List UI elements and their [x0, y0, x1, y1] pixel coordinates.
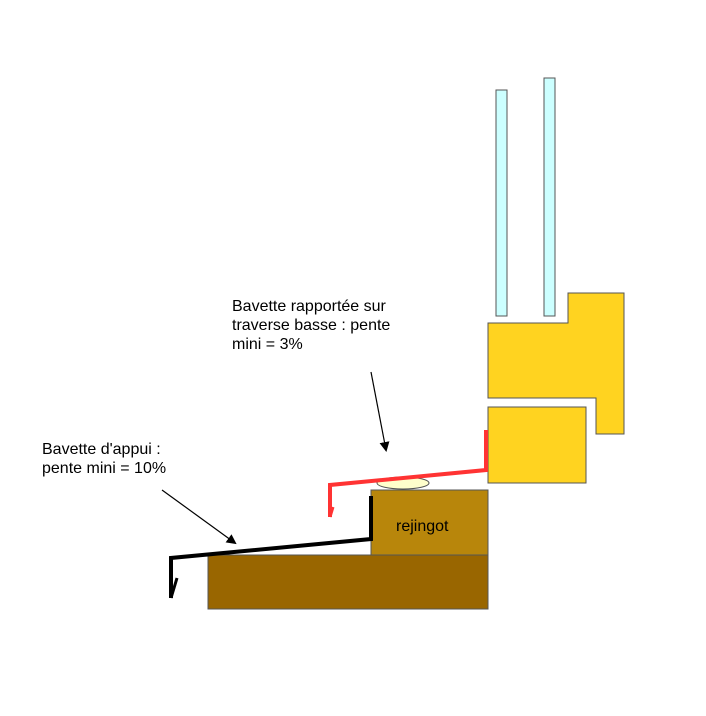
glass-pane-left	[495, 89, 508, 317]
arrow-bavette-appui	[161, 489, 237, 545]
glass-pane-right	[543, 77, 556, 317]
label-bavette-rapportee: Bavette rapportée sur traverse basse : p…	[232, 297, 390, 354]
bavette-appui-line	[169, 496, 373, 598]
label-bavette-rapportee-line-2: traverse basse : pente	[232, 317, 391, 334]
label-bavette-appui-line-2: pente mini = 10%	[42, 460, 167, 477]
label-rejingot: rejingot	[396, 518, 449, 535]
label-bavette-appui-line-1: Bavette d'appui :	[42, 441, 161, 458]
label-bavette-appui: Bavette d'appui : pente mini = 10%	[42, 440, 166, 478]
bavette-rapportee-drip	[328, 506, 335, 518]
bavette-rapportee-line	[328, 430, 488, 517]
frame-traverse-basse	[487, 406, 587, 484]
label-bavette-rapportee-line-1: Bavette rapportée sur	[232, 298, 386, 315]
sill-base	[207, 554, 489, 610]
label-bavette-rapportee-line-3: mini = 3%	[232, 336, 303, 353]
bavette-appui-drip	[169, 577, 179, 599]
arrow-bavette-rapportee	[370, 371, 390, 452]
sash-profile	[487, 292, 625, 435]
